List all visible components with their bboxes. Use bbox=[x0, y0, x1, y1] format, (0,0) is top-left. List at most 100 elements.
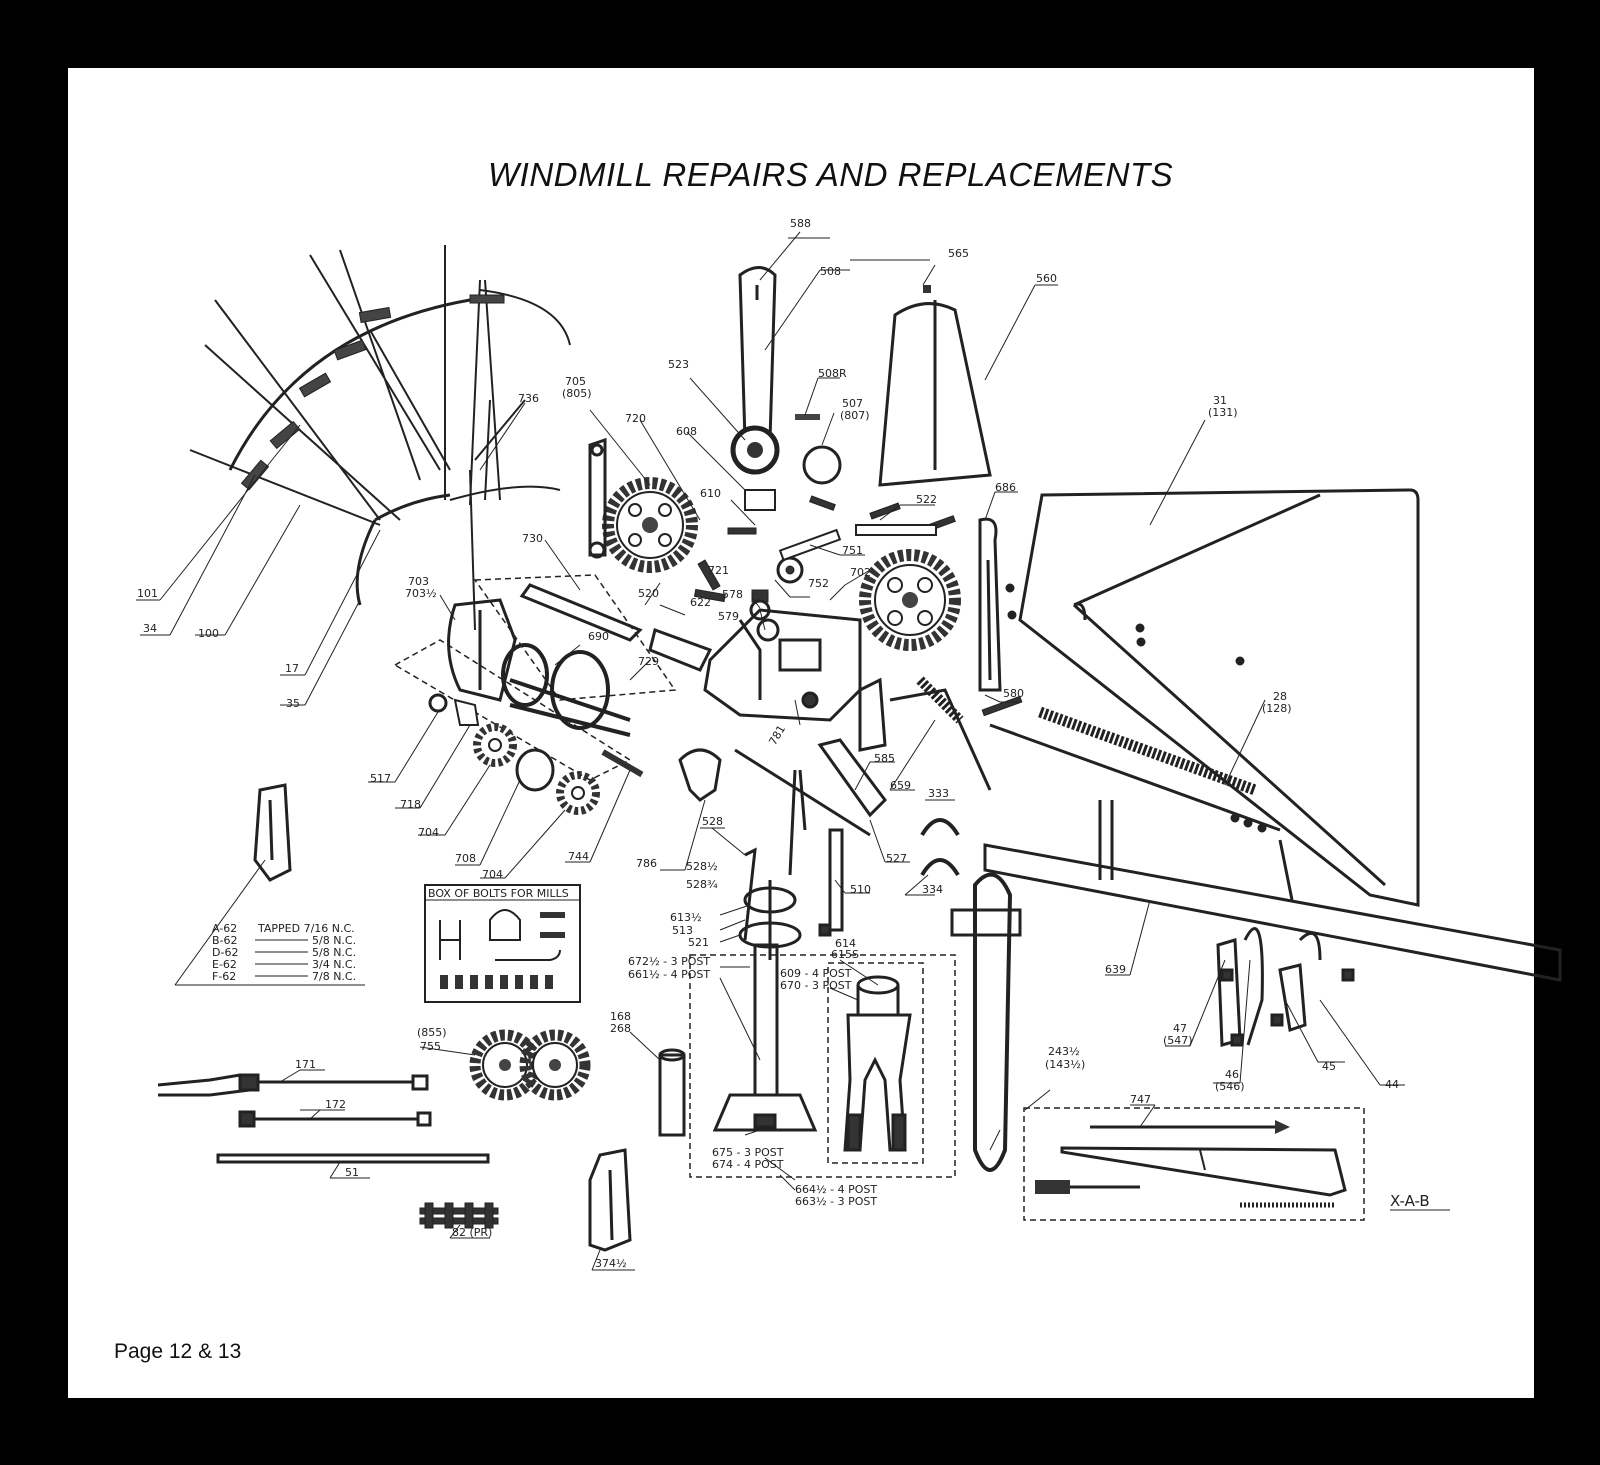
callout-47: 47 bbox=[1173, 1022, 1187, 1035]
callout-172: 172 bbox=[325, 1098, 346, 1111]
drawing-code: X-A-B bbox=[1390, 1192, 1430, 1210]
callout-730: 730 bbox=[522, 532, 543, 545]
callout-751: 751 bbox=[842, 544, 863, 557]
callout-807: (807) bbox=[840, 409, 870, 422]
bolt-565 bbox=[923, 285, 931, 293]
callout-517: 517 bbox=[370, 772, 391, 785]
callout-143-half: (143½) bbox=[1045, 1058, 1085, 1071]
pulley-690 bbox=[501, 643, 631, 737]
callout-82: 82 (PR) bbox=[452, 1226, 492, 1239]
small-parts-cluster bbox=[693, 489, 1023, 717]
callout-579: 579 bbox=[718, 610, 739, 623]
callout-7031-2: 703½ bbox=[405, 587, 437, 600]
callout-690: 690 bbox=[588, 630, 609, 643]
leader-lines bbox=[136, 231, 1450, 1271]
callout-674: 674 - 4 POST bbox=[712, 1158, 784, 1171]
callout-522: 522 bbox=[916, 493, 937, 506]
gears-755 bbox=[469, 1029, 591, 1101]
callout-508: 508 bbox=[820, 265, 841, 278]
gear-702 bbox=[859, 549, 961, 651]
callout-588: 588 bbox=[790, 217, 811, 230]
tower-post bbox=[712, 943, 818, 1132]
tapped-spec-0: TAPPED 7/16 N.C. bbox=[257, 922, 355, 935]
spacer-708 bbox=[515, 748, 555, 792]
callout-31: 31 bbox=[1213, 394, 1227, 407]
callout-703: 703 bbox=[408, 575, 429, 588]
spring-28 bbox=[1038, 706, 1257, 796]
tapped-spec-1: 5/8 N.C. bbox=[312, 934, 356, 947]
anchor-post-609 bbox=[843, 975, 912, 1152]
rocker-assembly bbox=[678, 677, 992, 876]
callout-744: 744 bbox=[568, 850, 589, 863]
tail-bone-639 bbox=[983, 723, 1562, 982]
callout-528: 528 bbox=[702, 815, 723, 828]
callout-585: 585 bbox=[874, 752, 895, 765]
callout-609: 609 - 4 POST bbox=[780, 967, 852, 980]
callout-168: 168 bbox=[610, 1010, 631, 1023]
pin-508r bbox=[795, 414, 820, 420]
tapped-spec-2: 5/8 N.C. bbox=[312, 946, 356, 959]
callout-704-a: 704 bbox=[418, 826, 439, 839]
callout-736: 736 bbox=[518, 392, 539, 405]
vane-31 bbox=[1005, 488, 1420, 907]
callout-663: 663½ - 3 POST bbox=[795, 1195, 877, 1208]
callout-705: 705 bbox=[565, 375, 586, 388]
callout-521: 521 bbox=[688, 936, 709, 949]
helmet-560 bbox=[878, 300, 992, 487]
callout-333: 333 bbox=[928, 787, 949, 800]
callout-704-b: 704 bbox=[482, 868, 503, 881]
tapped-code-1: B-62 bbox=[212, 934, 238, 947]
callout-675: 675 - 3 POST bbox=[712, 1146, 784, 1159]
spring-659 bbox=[916, 676, 964, 724]
rods bbox=[157, 1073, 490, 1164]
callout-781: 781 bbox=[766, 723, 788, 748]
tapped-table: A-62 TAPPED 7/16 N.C. B-62 5/8 N.C. D-62… bbox=[174, 859, 365, 986]
callout-513: 513 bbox=[672, 924, 693, 937]
callout-34: 34 bbox=[143, 622, 157, 635]
tail-brackets bbox=[1216, 927, 1355, 1047]
callout-528-three-quarter: 528¾ bbox=[686, 878, 718, 891]
callout-610: 610 bbox=[700, 487, 721, 500]
dashed-assembly-box bbox=[393, 574, 677, 781]
callout-664: 664½ - 4 POST bbox=[795, 1183, 877, 1196]
callout-805: (805) bbox=[562, 387, 592, 400]
large-gear-705 bbox=[602, 477, 698, 573]
callout-560: 560 bbox=[1036, 272, 1057, 285]
callout-546: (546) bbox=[1215, 1080, 1245, 1093]
callout-786: 786 bbox=[636, 857, 657, 870]
lever-686 bbox=[978, 517, 1002, 692]
dashed-post-box bbox=[689, 954, 956, 1178]
callout-520: 520 bbox=[638, 587, 659, 600]
casting-a62 bbox=[253, 783, 292, 882]
callout-670: 670 - 3 POST bbox=[780, 979, 852, 992]
callout-702: 702 bbox=[850, 566, 871, 579]
furl-set-747 bbox=[1023, 1107, 1365, 1221]
wheel-section bbox=[189, 245, 571, 631]
main-casting bbox=[519, 583, 862, 722]
callout-622: 622 bbox=[690, 596, 711, 609]
box-of-bolts bbox=[424, 884, 581, 1003]
u-bolts-333-334 bbox=[920, 818, 960, 877]
handle-243 bbox=[950, 872, 1022, 1172]
ring-507 bbox=[802, 445, 842, 485]
callout-508r: 508R bbox=[818, 367, 847, 380]
callout-855: (855) bbox=[417, 1026, 447, 1039]
callout-608: 608 bbox=[676, 425, 697, 438]
callout-547: (547) bbox=[1163, 1034, 1193, 1047]
tapped-spec-4: 7/8 N.C. bbox=[312, 970, 356, 983]
callout-661: 661½ - 4 POST bbox=[628, 968, 710, 981]
lift-link bbox=[738, 266, 777, 442]
wheel-brackets bbox=[240, 294, 505, 491]
callout-35: 35 bbox=[286, 697, 300, 710]
callout-578: 578 bbox=[722, 588, 743, 601]
callout-243-half: 243½ bbox=[1048, 1045, 1080, 1058]
box-of-bolts-heading: BOX OF BOLTS FOR MILLS bbox=[428, 887, 569, 900]
casting-374 bbox=[588, 1148, 632, 1252]
callout-613-half: 613½ bbox=[670, 911, 702, 924]
callout-659: 659 bbox=[890, 779, 911, 792]
callout-747: 747 bbox=[1130, 1093, 1151, 1106]
callout-268: 268 bbox=[610, 1022, 631, 1035]
callout-46: 46 bbox=[1225, 1068, 1239, 1081]
tapped-code-4: F-62 bbox=[212, 970, 236, 983]
